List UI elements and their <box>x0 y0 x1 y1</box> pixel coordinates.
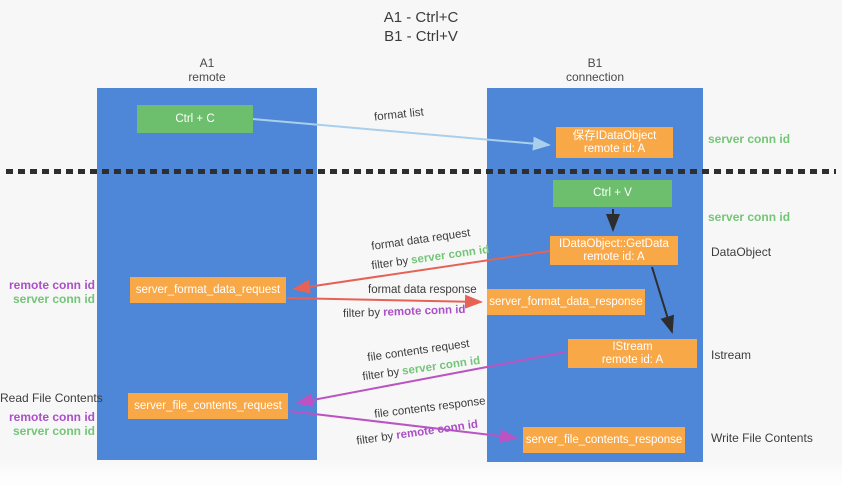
node-ctrl-c: Ctrl + C <box>137 105 253 133</box>
arrow-file-contents-request <box>295 351 567 407</box>
node-server-format-data-response-label: server_format_data_response <box>489 295 643 308</box>
remote-conn-id-label: remote conn id <box>8 410 95 424</box>
node-getdata-line2: remote id: A <box>583 250 645 263</box>
node-server-file-contents-response: server_file_contents_response <box>523 427 685 453</box>
arrow-getdata-to-istream <box>651 266 674 334</box>
node-server-file-contents-request-label: server_file_contents_request <box>134 399 282 412</box>
label-format-data-response: format data response <box>368 284 477 296</box>
node-server-format-data-request: server_format_data_request <box>130 277 286 303</box>
left-conn-ids-top: remote conn id server conn id <box>0 278 95 306</box>
title-line-1: A1 - Ctrl+C <box>383 9 459 26</box>
node-idataobject-getdata: IDataObject::GetData remote id: A <box>550 236 678 265</box>
lane-a1-name: A1 <box>199 56 215 70</box>
node-server-file-contents-request: server_file_contents_request <box>128 393 288 419</box>
arrow-format-list <box>252 118 551 151</box>
server-conn-id-label-top: server conn id <box>708 132 791 146</box>
lane-b1-subtitle: connection <box>565 70 625 84</box>
node-getdata-line1: IDataObject::GetData <box>559 237 669 250</box>
arrow-format-data-response <box>286 294 483 309</box>
remote-conn-id-label: remote conn id <box>8 278 95 292</box>
node-server-format-data-request-label: server_format_data_request <box>135 283 281 296</box>
lane-header-b1: B1 connection <box>487 56 703 84</box>
server-conn-id-label: server conn id <box>12 292 95 306</box>
node-istream: IStream remote id: A <box>568 339 697 368</box>
dataobject-label: DataObject <box>711 245 772 259</box>
server-conn-id-label: server conn id <box>12 424 95 438</box>
filter-by-text: filter by <box>342 306 381 321</box>
node-ctrl-v: Ctrl + V <box>553 180 672 207</box>
node-istream-line1: IStream <box>612 340 653 353</box>
node-server-file-contents-response-label: server_file_contents_response <box>525 433 683 446</box>
node-save-idataobject: 保存IDataObject remote id: A <box>556 127 673 158</box>
lane-header-a1: A1 remote <box>97 56 317 84</box>
node-save-idataobject-line1: 保存IDataObject <box>572 129 657 142</box>
read-file-contents-label: Read File Contents <box>0 391 103 405</box>
arrow-file-contents-response <box>288 410 518 444</box>
node-server-format-data-response: server_format_data_response <box>487 289 645 315</box>
node-save-idataobject-line2: remote id: A <box>583 142 646 155</box>
lane-b1-name: B1 <box>587 56 603 70</box>
node-ctrl-v-label: Ctrl + V <box>593 187 632 199</box>
lane-a1-subtitle: remote <box>188 70 226 84</box>
title-line-2: B1 - Ctrl+V <box>384 28 458 45</box>
dotted-separator-line <box>6 169 836 174</box>
arrow-format-data-request <box>292 250 551 294</box>
server-conn-id-label-mid: server conn id <box>708 210 791 224</box>
node-istream-line2: remote id: A <box>601 353 664 366</box>
istream-label: Istream <box>711 348 752 362</box>
node-ctrl-c-label: Ctrl + C <box>175 112 215 125</box>
left-conn-ids-bottom: remote conn id server conn id <box>0 410 95 438</box>
write-file-contents-label: Write File Contents <box>711 431 813 445</box>
